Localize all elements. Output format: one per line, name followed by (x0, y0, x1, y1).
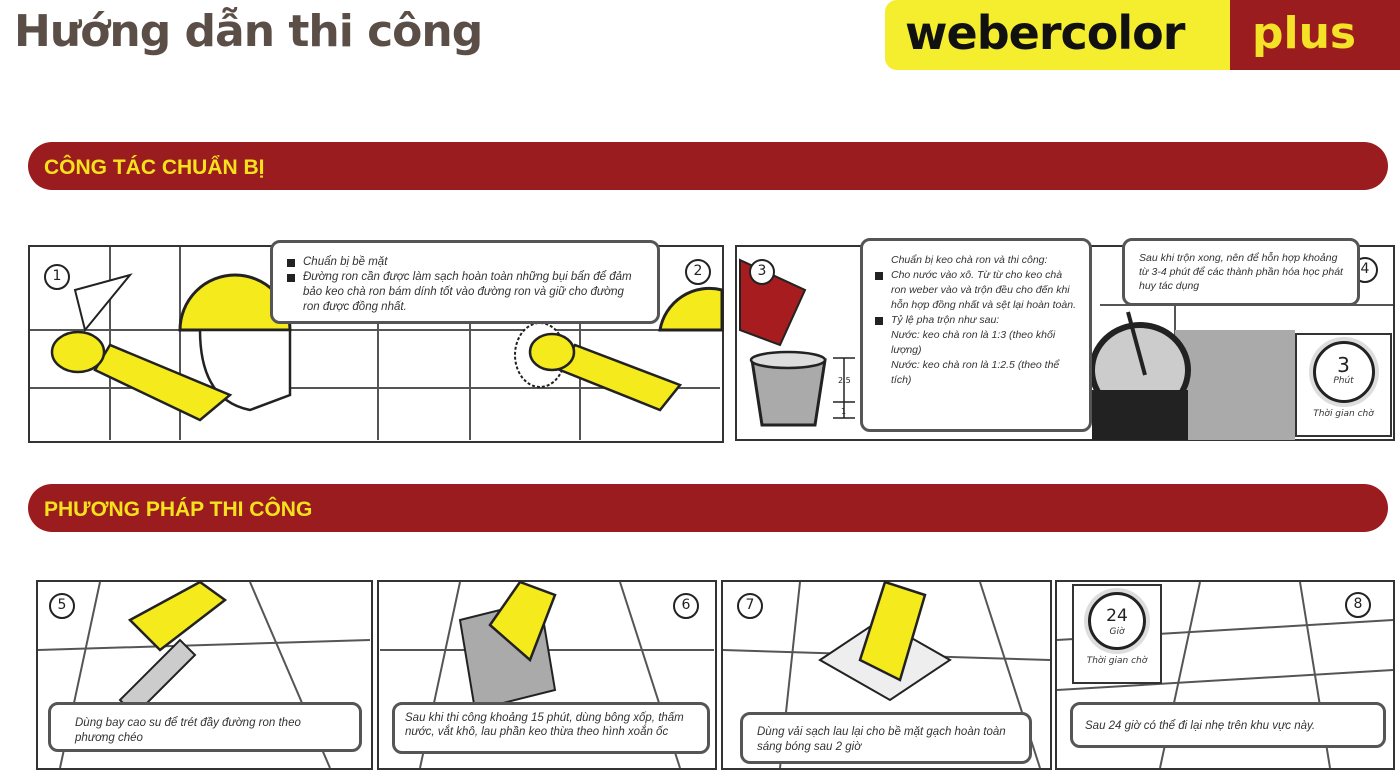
logo-yellow-block (885, 0, 1235, 70)
callout-step-7: Dùng vải sạch lau lại cho bề mặt gạch ho… (740, 712, 1032, 764)
glove-icon (50, 330, 106, 374)
timer-caption: Thời gian chờ (1086, 656, 1148, 666)
timer-value: 24 (1106, 606, 1128, 626)
callout-step-2: Chuẩn bị bề mặt Đường ron cần được làm s… (270, 240, 660, 324)
bullet-item: Tỷ lệ pha trộn như sau: (875, 313, 1077, 328)
glove-icon (858, 580, 927, 682)
helmet-icon (658, 286, 724, 332)
step-number: 7 (737, 593, 763, 619)
logo-brand: webercolor (905, 6, 1185, 60)
callout-step-4: Sau khi trộn xong, nên để hỗn hợp khoảng… (1122, 238, 1360, 306)
step-number: 8 (1345, 592, 1371, 618)
ratio-volume: Nước: keo chà ron là 1:2.5 (theo thể tíc… (891, 359, 1060, 386)
timer-24-hours: 24 Giờ Thời gian chờ (1072, 584, 1162, 684)
callout-step-6: Sau khi thi công khoảng 15 phút, dùng bô… (392, 702, 710, 754)
step-number: 1 (44, 264, 70, 290)
bucket-icon (750, 358, 827, 427)
bullet-item: Đường ron cần được làm sạch hoàn toàn nh… (287, 270, 643, 315)
bowl-body (1092, 390, 1188, 440)
ratio-label-water: 2.5 (838, 376, 851, 385)
callout-step-8: Sau 24 giờ có thể đi lại nhẹ trên khu vự… (1070, 702, 1386, 748)
logo-red-block (1230, 0, 1400, 70)
bucket-rim (749, 350, 827, 370)
ratio-label-grout: 1 (841, 407, 846, 416)
step-number: 6 (673, 593, 699, 619)
callout-intro: Chuẩn bị keo chà ron và thi công: (891, 254, 1048, 266)
callout-step-5: Dùng bay cao su để trét đầy đường ron th… (48, 702, 362, 752)
stirrer-icon (1126, 311, 1147, 376)
timer-3-minutes: 3 Phút Thời gian chờ (1295, 333, 1392, 437)
timer-value: 3 (1337, 353, 1350, 377)
section-banner-preparation: CÔNG TÁC CHUẨN BỊ (28, 142, 1388, 190)
ratio-dimension (833, 357, 855, 419)
bullet-item: Chuẩn bị bề mặt (287, 255, 643, 270)
brush-icon (73, 273, 133, 333)
glove-icon (488, 580, 557, 663)
callout-step-3: Chuẩn bị keo chà ron và thi công: Cho nư… (860, 238, 1092, 432)
page-title: Hướng dẫn thi công (14, 6, 483, 57)
step-number: 5 (49, 593, 75, 619)
glove-icon (528, 332, 576, 372)
clock-icon: 3 Phút (1312, 341, 1375, 403)
clock-icon: 24 Giờ (1088, 592, 1146, 650)
glove-icon (127, 580, 228, 652)
section-banner-method: PHƯƠNG PHÁP THI CÔNG (28, 484, 1388, 532)
timer-unit: Phút (1333, 376, 1354, 386)
bullet-item: Cho nước vào xô. Từ từ cho keo chà ron w… (875, 268, 1077, 313)
timer-unit: Giờ (1109, 627, 1125, 637)
step-number: 3 (749, 259, 775, 285)
timer-caption: Thời gian chờ (1313, 409, 1374, 419)
ratio-mass: Nước: keo chà ron là 1:3 (theo khối lượn… (891, 329, 1056, 356)
arm-sleeve (558, 343, 683, 412)
logo-suffix: plus (1252, 8, 1357, 59)
wall-shade (1175, 330, 1295, 440)
step-number: 2 (685, 259, 711, 285)
